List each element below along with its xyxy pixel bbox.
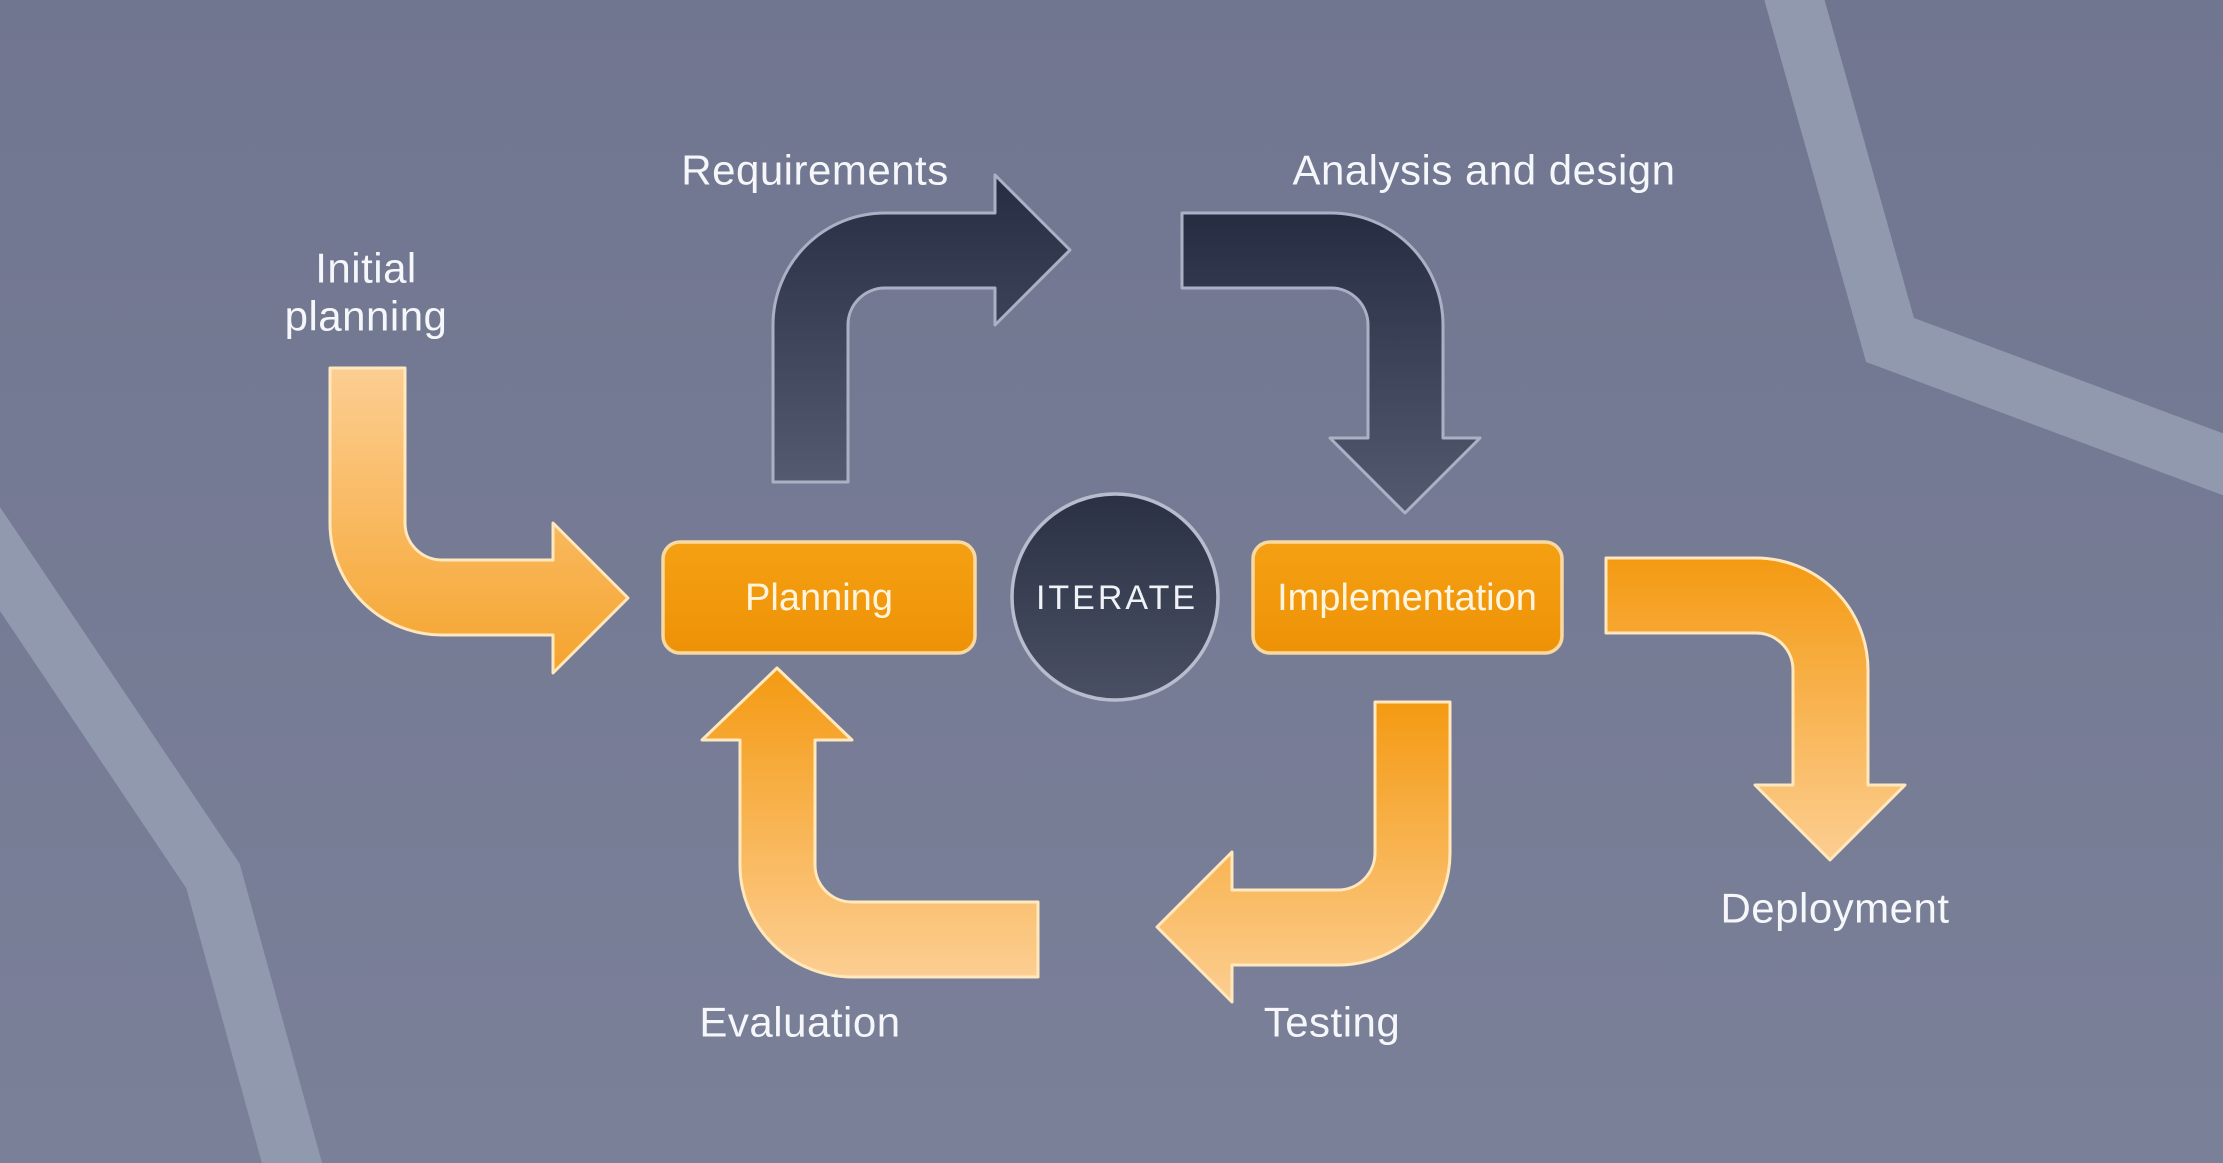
- requirements-arrow: [771, 173, 1072, 484]
- iterate-label: ITERATE: [1036, 579, 1198, 617]
- requirements-label: Requirements: [681, 147, 948, 194]
- implementation-node: Implementation: [1251, 540, 1564, 655]
- initial-planning-label: Initial planning: [285, 245, 448, 340]
- testing-label: Testing: [1264, 999, 1401, 1046]
- analysis-design-label: Analysis and design: [1292, 147, 1675, 194]
- hexagon-decoration-top-right: [1764, 0, 2223, 496]
- deployment-arrow: [1604, 556, 1907, 862]
- planning-node: Planning: [661, 540, 977, 655]
- planning-node-label: Planning: [745, 577, 893, 619]
- planning-node-shape: [661, 540, 977, 655]
- initial-planning-arrow: [328, 366, 630, 675]
- evaluation-label: Evaluation: [699, 999, 900, 1046]
- iterate-circle: [1010, 492, 1220, 702]
- initial-planning-label-line1: Initial: [315, 245, 417, 292]
- iterate-node: ITERATE: [1010, 492, 1220, 702]
- hexagon-decoration-left: [0, 507, 323, 1163]
- testing-arrow: [1155, 700, 1452, 1004]
- analysis-design-arrow: [1180, 211, 1482, 515]
- initial-planning-label-line2: planning: [285, 293, 448, 340]
- deployment-label: Deployment: [1720, 885, 1949, 932]
- implementation-node-label: Implementation: [1277, 577, 1537, 619]
- evaluation-arrow: [700, 666, 1040, 979]
- implementation-node-shape: [1251, 540, 1564, 655]
